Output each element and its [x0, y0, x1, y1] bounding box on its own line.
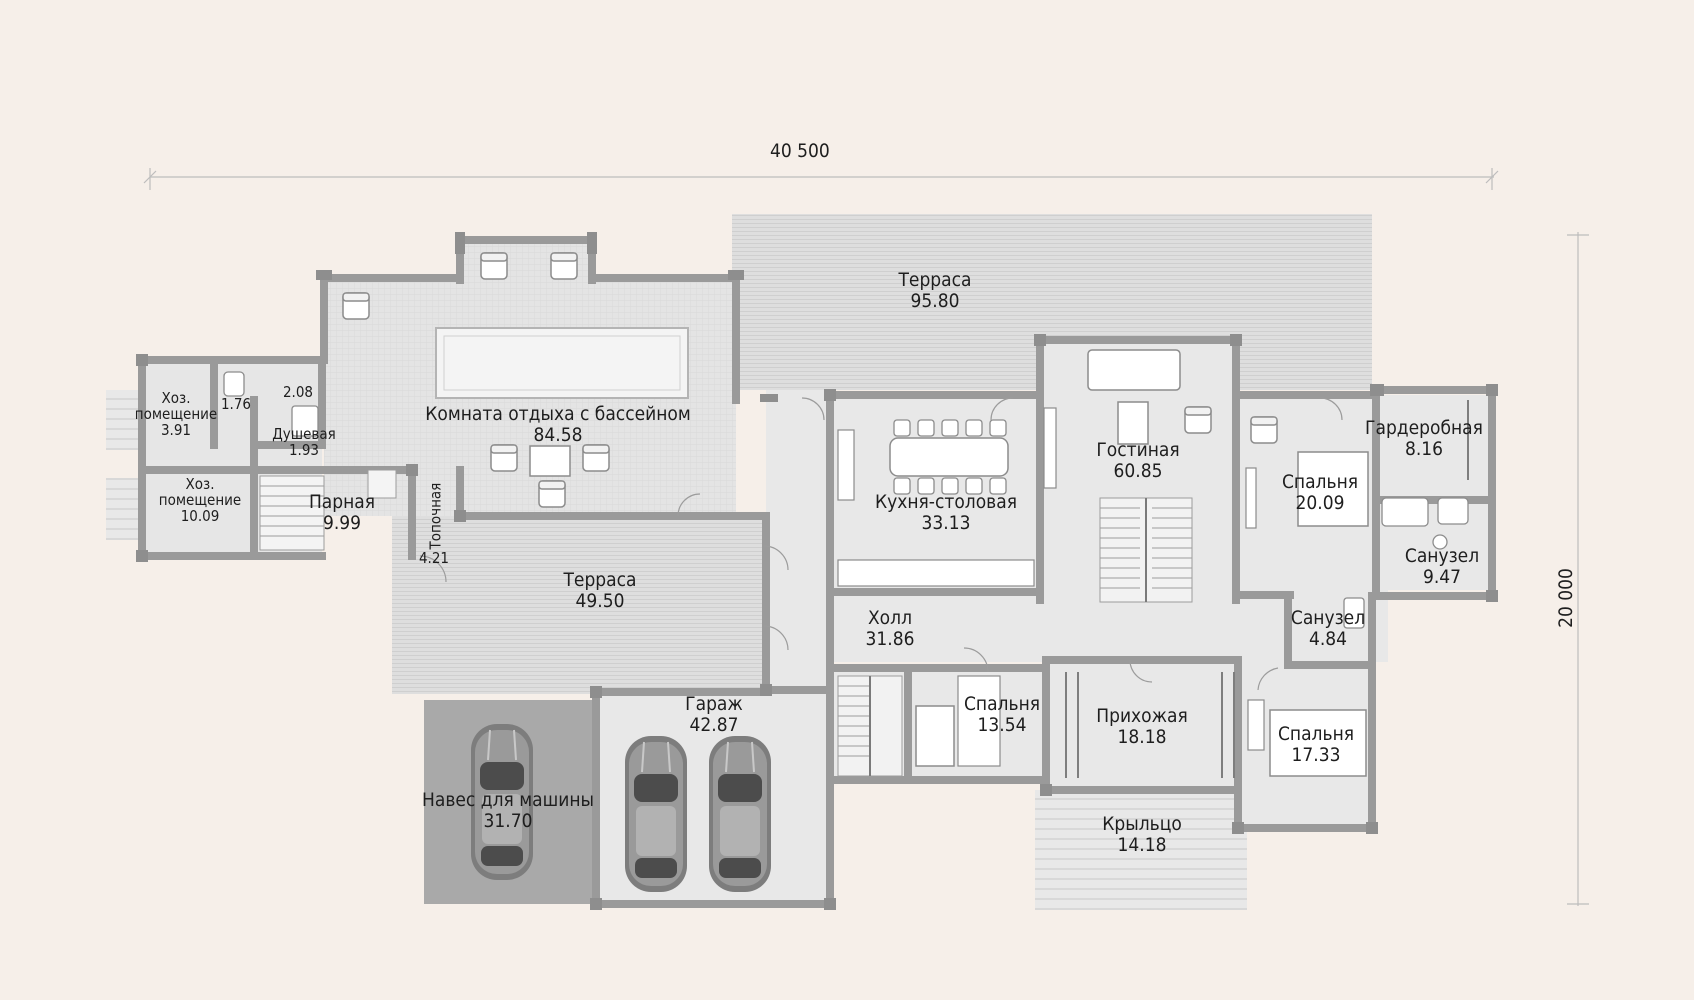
room-name: Санузел — [1404, 545, 1480, 567]
room-name: Хоз. помещение — [134, 389, 218, 424]
room-area: 17.33 — [1291, 743, 1341, 766]
room-label-stove-area: 4.21 — [419, 550, 449, 566]
room-area: 1.93 — [288, 441, 320, 460]
doors — [419, 397, 1343, 691]
bedroom-furniture — [915, 416, 1369, 777]
room-area: 42.87 — [689, 713, 739, 736]
stairs-main — [1099, 497, 1193, 603]
room-area: 20.09 — [1295, 491, 1345, 514]
room-area: 49.50 — [575, 589, 625, 612]
room-name: Спальня — [963, 693, 1041, 715]
dimension-lines — [143, 168, 1589, 906]
kitchen-furniture — [837, 419, 1035, 587]
room-name: Парная — [308, 491, 376, 513]
room-area: 3.91 — [160, 421, 192, 440]
room-name: Хоз. помещение — [158, 475, 242, 510]
room-area: 31.86 — [865, 627, 915, 650]
room-name: Гостиная — [1096, 439, 1180, 461]
room-area: 8.16 — [1404, 437, 1444, 460]
room-area: 18.18 — [1117, 725, 1167, 748]
room-area: 33.13 — [921, 511, 971, 534]
stairs-hall — [837, 675, 903, 777]
height-dimension: 20 000 — [1554, 568, 1577, 628]
room-area: 1.76 — [220, 395, 252, 413]
room-area: 9.99 — [322, 511, 362, 534]
room-label-wc-2: 2.08 — [283, 384, 313, 400]
width-dimension: 40 500 — [770, 140, 830, 162]
room-label-stove-room: Топочная — [426, 482, 445, 550]
room-area: 4.84 — [1308, 627, 1348, 650]
room-name: Прихожая — [1096, 705, 1188, 727]
walls — [138, 236, 1496, 908]
room-name: Крыльцо — [1102, 813, 1182, 835]
wall-posts — [136, 232, 1498, 910]
room-area: 84.58 — [533, 423, 583, 446]
room-area: 95.80 — [910, 289, 960, 312]
room-name: Спальня — [1277, 723, 1355, 745]
bath-fixtures — [223, 371, 1469, 629]
room-name: Санузел — [1290, 607, 1366, 629]
room-area: 9.47 — [1422, 565, 1462, 588]
room-name: Навес для машины — [421, 789, 595, 811]
room-name: Терраса — [563, 569, 637, 591]
room-name: Гараж — [685, 693, 743, 715]
closets — [1065, 400, 1469, 778]
room-area: 60.85 — [1113, 459, 1163, 482]
room-area: 10.09 — [180, 507, 220, 526]
room-area: 31.70 — [483, 809, 533, 832]
room-name: Комната отдыха с бассейном — [425, 403, 691, 425]
room-area: 14.18 — [1117, 833, 1167, 856]
living-furniture — [1043, 349, 1212, 489]
room-label-wc-small: 1.76 — [221, 396, 251, 412]
room-area: 4.21 — [418, 549, 450, 567]
room-name: Терраса — [898, 269, 972, 291]
room-area: 2.08 — [282, 383, 314, 401]
pool — [435, 327, 689, 399]
room-name: Топочная — [426, 482, 445, 550]
room-area: 13.54 — [977, 713, 1027, 736]
room-name: Кухня-столовая — [874, 491, 1018, 513]
room-name: Холл — [867, 607, 913, 629]
sauna-benches — [259, 469, 397, 551]
room-name: Гардеробная — [1365, 417, 1483, 439]
room-name: Спальня — [1281, 471, 1359, 493]
pool-furniture — [342, 252, 610, 508]
room-name: Душевая — [272, 425, 336, 443]
